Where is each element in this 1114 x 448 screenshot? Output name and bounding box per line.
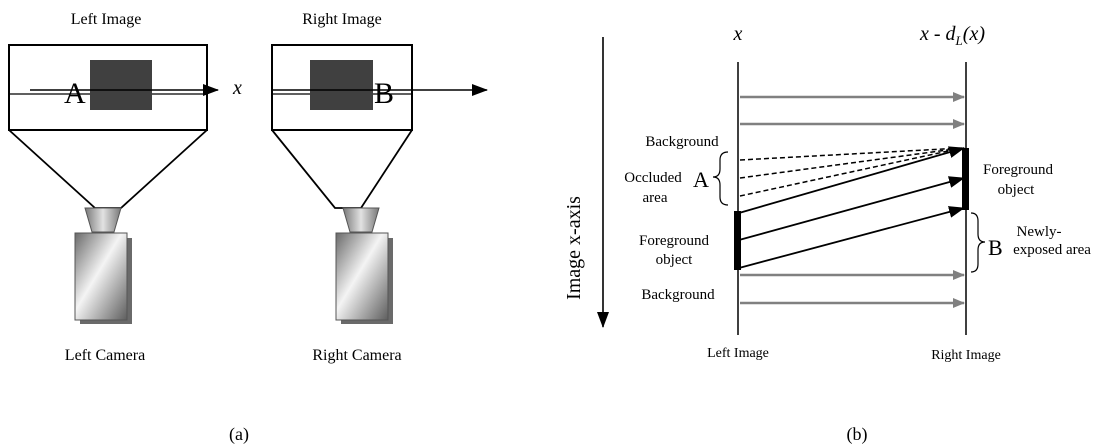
occluded-dashed-line-3 — [739, 147, 963, 197]
background-top-label: Background — [645, 134, 719, 150]
left-column-header: x — [733, 23, 743, 45]
newly-exposed-label-line1: Newly- — [1017, 224, 1062, 240]
foreground-arrow-3 — [738, 206, 965, 269]
left-foreground-square — [90, 60, 152, 110]
left-image-point-a: A — [64, 77, 86, 110]
left-image-title: Left Image — [71, 11, 142, 28]
right-projection-funnel — [271, 129, 413, 209]
occluded-dashed-line-2 — [739, 147, 963, 179]
panel-a-caption: (a) — [229, 424, 249, 445]
right-foreground-label-line1: Foreground — [983, 162, 1053, 178]
occluded-area-label-line1: Occluded — [624, 170, 682, 186]
panel-a: Left Image Right Image A B x — [8, 11, 488, 445]
left-image-plane: A — [8, 44, 208, 131]
panel-b-caption: (b) — [847, 424, 868, 445]
right-image-column-label: Right Image — [931, 348, 1001, 363]
right-image-point-b: B — [374, 77, 394, 110]
newly-exposed-label-line2: exposed area — [1013, 242, 1091, 258]
newly-exposed-brace — [970, 212, 986, 273]
right-column-header: x - dL(x) — [919, 23, 985, 48]
occluded-area-letter: A — [693, 167, 709, 192]
right-camera-icon — [335, 207, 393, 324]
right-image-plane: B — [271, 44, 413, 131]
left-projection-funnel — [8, 129, 208, 209]
newly-exposed-letter: B — [988, 235, 1003, 260]
left-foreground-label-line2: object — [656, 252, 693, 268]
occluded-area-label-line2: area — [643, 190, 668, 206]
background-bottom-label: Background — [641, 287, 715, 303]
foreground-arrow-2 — [738, 176, 965, 241]
left-foreground-segment — [734, 211, 741, 270]
panel-b: Image x-axis x x - dL(x) Background Occl… — [563, 23, 1091, 445]
left-camera-icon — [74, 207, 132, 324]
left-camera-label: Left Camera — [65, 347, 145, 364]
left-image-column-label: Left Image — [707, 346, 769, 361]
right-foreground-segment — [962, 148, 969, 210]
image-x-axis-label: Image x-axis — [563, 196, 585, 300]
occluded-area-brace — [712, 151, 729, 206]
right-foreground-label-line2: object — [998, 182, 1035, 198]
right-image-title: Right Image — [302, 11, 382, 28]
occluded-dashed-line-1 — [739, 147, 963, 161]
right-foreground-square — [310, 60, 373, 110]
right-camera-label: Right Camera — [312, 347, 401, 364]
left-foreground-label-line1: Foreground — [639, 233, 709, 249]
x-axis-label: x — [232, 77, 242, 99]
foreground-arrow-1 — [738, 146, 965, 214]
